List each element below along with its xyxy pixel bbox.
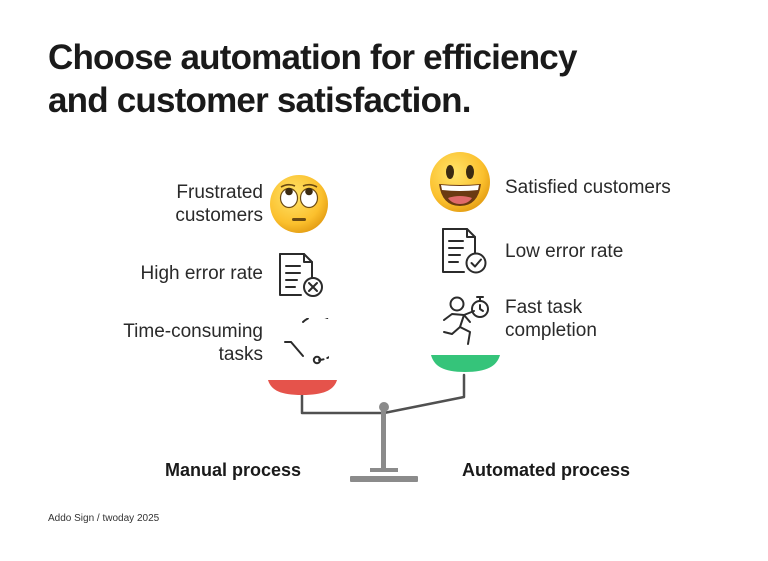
time-consuming-tasks-label: Time-consuming tasks (123, 321, 263, 365)
balance-scale (260, 350, 510, 486)
footer-credit: Addo Sign / twoday 2025 (48, 513, 160, 524)
scale-base (350, 476, 418, 482)
stopwatch-icon (277, 318, 329, 370)
manual-pan (268, 380, 337, 395)
document-error-icon (277, 251, 329, 299)
eye-roll-emoji-icon (268, 173, 330, 235)
page-title: Choose automation for efficiency and cus… (48, 36, 668, 122)
scale-base-top (370, 468, 398, 472)
scale-pivot (379, 402, 389, 412)
title-line-2: and customer satisfaction. (48, 81, 471, 120)
low-error-rate-label: Low error rate (505, 241, 624, 262)
satisfied-customers-label: Satisfied customers (505, 177, 671, 198)
grinning-emoji-icon (428, 150, 492, 214)
scale-post (381, 408, 386, 472)
manual-process-label: Manual process (165, 460, 302, 480)
automated-process-label: Automated process (462, 460, 631, 480)
high-error-rate-label: High error rate (140, 263, 264, 284)
automated-pan (431, 355, 500, 372)
running-person-timer-icon (440, 294, 496, 348)
title-line-1: Choose automation for efficiency (48, 38, 577, 77)
document-check-icon (440, 226, 492, 276)
fast-task-completion-label: Fast task completion (505, 297, 597, 341)
frustrated-customers-label: Frustrated customers (175, 182, 263, 226)
